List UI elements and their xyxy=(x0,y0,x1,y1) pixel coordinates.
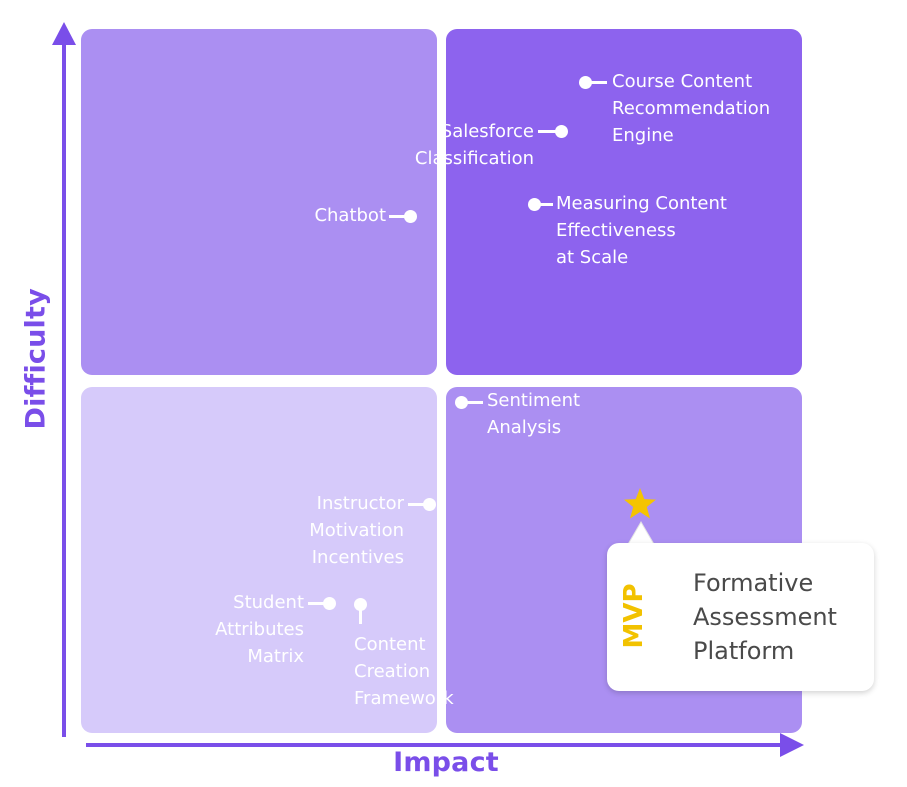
instructor-dot xyxy=(423,498,436,511)
measuring-label: Measuring Content Effectiveness at Scale xyxy=(556,193,727,268)
mvp-badge: MVP xyxy=(619,583,649,649)
salesforce-label: Salesforce Classification xyxy=(414,121,534,169)
content-creation-label: Content Creation Framework xyxy=(354,634,454,709)
chatbot-dot xyxy=(404,210,417,223)
content-creation-dot xyxy=(354,598,367,611)
course-content-label: Course Content Recommendation Engine xyxy=(612,71,771,146)
y-axis-label: Difficulty xyxy=(20,288,52,430)
star-icon xyxy=(624,488,656,519)
instructor-connector xyxy=(408,503,426,506)
course-content-connector xyxy=(590,81,607,84)
x-axis-line xyxy=(86,743,786,747)
sentiment-dot xyxy=(455,396,468,409)
x-axis-arrowhead xyxy=(780,733,804,757)
quadrant-top-right xyxy=(446,29,802,375)
quadrant-bottom-left xyxy=(81,387,437,733)
chatbot-label: Chatbot xyxy=(314,205,386,226)
student-label: Student Attributes Matrix xyxy=(215,592,304,667)
student-connector xyxy=(308,602,326,605)
content-creation-connector xyxy=(359,609,362,624)
course-content-dot xyxy=(579,76,592,89)
y-axis-arrowhead xyxy=(52,22,76,45)
instructor-label: Instructor Motivation Incentives xyxy=(309,493,404,568)
quadrant-top-left xyxy=(81,29,437,375)
mvp-title: Formative Assessment Platform xyxy=(693,569,837,665)
measuring-connector xyxy=(538,203,553,206)
y-axis-line xyxy=(62,40,66,737)
measuring-dot xyxy=(528,198,541,211)
x-axis-label: Impact xyxy=(393,747,499,778)
salesforce-connector xyxy=(538,130,558,133)
mvp-callout: MVP Formative Assessment Platform xyxy=(607,543,874,691)
student-dot xyxy=(323,597,336,610)
sentiment-label: Sentiment Analysis xyxy=(487,390,581,438)
salesforce-dot xyxy=(555,125,568,138)
sentiment-connector xyxy=(465,401,483,404)
chatbot-connector xyxy=(389,215,407,218)
